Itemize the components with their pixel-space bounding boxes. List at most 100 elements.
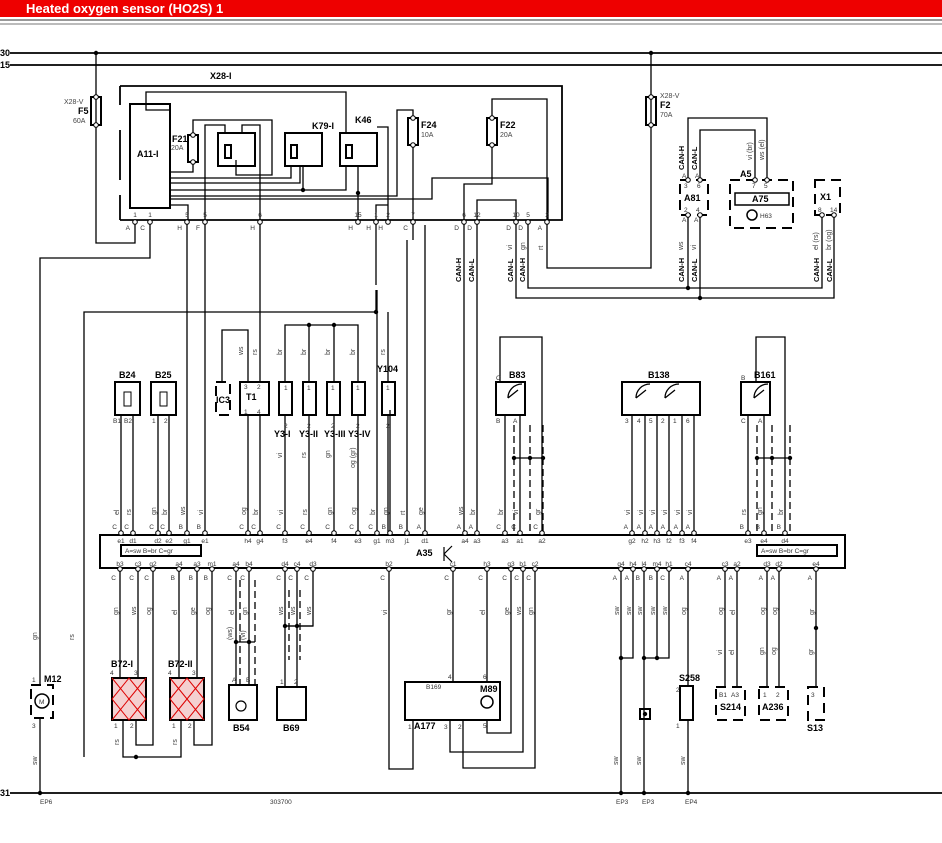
relay-coil	[290, 144, 298, 159]
junction-dot	[641, 790, 647, 796]
component-pin: 3	[444, 724, 448, 731]
wire-color: rs	[252, 349, 259, 355]
pin-connector	[752, 177, 758, 183]
actuator-a177	[404, 681, 501, 721]
wire-color: vi	[691, 245, 698, 251]
component-pin: C	[741, 418, 746, 425]
pin-connector	[813, 566, 819, 572]
can-l-label: CAN-L	[825, 258, 834, 282]
a35-top-pin: e2	[165, 538, 173, 545]
component-pin: 3	[811, 692, 815, 699]
f5-rating: 60A	[73, 118, 86, 125]
ground-terminal-square	[639, 708, 651, 720]
a35-bottom-pin: c3	[722, 561, 729, 568]
junction-dot	[373, 309, 379, 315]
a35-bottom-pin-code: B	[636, 575, 640, 582]
wire-color: ge	[504, 607, 511, 615]
a35-top-pin: e3	[354, 538, 362, 545]
a5-label: A5	[740, 169, 752, 179]
wire-color: el	[729, 649, 736, 655]
pin-connector	[184, 219, 190, 225]
can-h-label: CAN-H	[812, 258, 821, 282]
rail-30-label: 30	[0, 48, 10, 58]
wire-color: og	[772, 607, 779, 615]
pin-connector	[776, 566, 782, 572]
component-pin: A	[232, 677, 237, 684]
a35-bottom-pin: a3	[193, 561, 201, 568]
pin-connector	[654, 566, 660, 572]
wire-color: gn	[528, 607, 535, 615]
pin-connector	[132, 219, 138, 225]
pin-connector	[685, 566, 691, 572]
can-h-label: CAN-H	[677, 258, 686, 282]
pin-connector	[831, 212, 837, 218]
pin-connector	[474, 530, 480, 536]
component-pin: 2	[294, 679, 298, 686]
a35-top-pin-code: C	[368, 524, 373, 531]
hatch-icon	[169, 677, 205, 721]
a35-top-pin-code: B	[399, 524, 403, 531]
wire-color: og	[771, 647, 778, 655]
k79-label: K79-I	[312, 121, 334, 131]
pin-connector	[257, 219, 263, 225]
a35-top-pin: e1	[117, 538, 125, 545]
component-pin: 2	[386, 423, 390, 430]
ic3-label: IC3	[216, 395, 230, 405]
pin-connector	[618, 566, 624, 572]
component-pin: B	[246, 677, 250, 684]
wire-color: vi	[277, 453, 284, 459]
wire-color: rt	[400, 511, 407, 515]
a35-top-pin: a1	[516, 538, 524, 545]
wire-color: br	[498, 508, 505, 515]
pin-connector	[282, 530, 288, 536]
a35-top-pin: g1	[373, 538, 381, 545]
legend-right: A=sw B=br C=gr	[761, 548, 810, 555]
pin-connector	[155, 530, 161, 536]
pin-connector	[539, 530, 545, 536]
pin-connector	[520, 566, 526, 572]
a35-bottom-pin: d4	[281, 561, 289, 568]
f24-label: F24	[421, 120, 437, 130]
sensor-b25	[150, 381, 177, 416]
wire-color: br	[470, 508, 477, 515]
x28-pin-code: D	[454, 225, 459, 232]
pin-connector	[745, 530, 751, 536]
f21-rating: 20A	[171, 145, 184, 152]
wire-color: br	[253, 508, 260, 515]
b138-label: B138	[648, 370, 670, 380]
component-pin: A	[682, 173, 687, 180]
wire-color: br (og)	[826, 229, 833, 250]
s214-label: S214	[720, 702, 741, 712]
a35-bottom-pin-code: C	[514, 575, 519, 582]
wire-color: sw	[662, 606, 669, 616]
component-pin: 1	[284, 385, 288, 392]
wire-color: vi	[638, 510, 645, 516]
component-pin: 4	[637, 418, 641, 425]
wire-color: gn	[757, 507, 764, 515]
component-pin: 2	[684, 207, 688, 214]
x28-pin-code: C	[140, 225, 145, 232]
a35-bottom-pin-code: A	[808, 575, 813, 582]
component-pin: 3	[134, 670, 138, 677]
potentiometer-icon	[664, 383, 680, 399]
wire-color: rs	[380, 349, 387, 355]
component-pin: 2	[284, 423, 288, 430]
pin-connector	[404, 530, 410, 536]
a35-top-pin: d1	[129, 538, 137, 545]
f5-label: F5	[78, 106, 89, 116]
b161-label: B161	[754, 370, 776, 380]
wire-color: rs	[172, 739, 179, 745]
b54-label: B54	[233, 723, 250, 733]
junction-dot	[527, 455, 533, 461]
wire-color: sw	[637, 606, 644, 616]
injector-valve	[351, 381, 366, 416]
component-pin: 2	[356, 423, 360, 430]
pin-connector	[282, 566, 288, 572]
a35-bottom-pin-code: C	[502, 575, 507, 582]
x28-pin-number: 10	[512, 212, 520, 219]
x28-pin-code: H	[177, 225, 182, 232]
pin-connector	[202, 530, 208, 536]
x1-label: X1	[820, 192, 831, 202]
pin-connector	[648, 122, 654, 128]
f2-connector: X28-V	[660, 93, 680, 100]
